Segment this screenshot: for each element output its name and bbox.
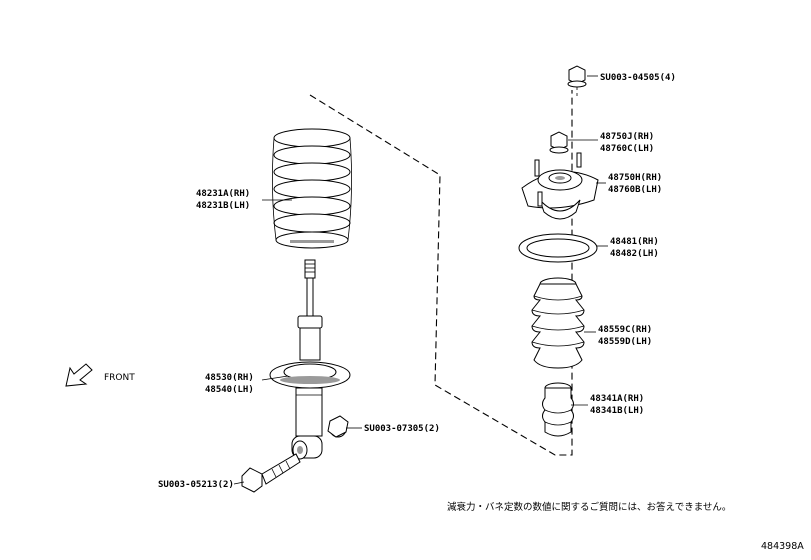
- label-mount-nut-rh: 48750J(RH): [600, 132, 654, 142]
- lower-bolt[interactable]: [241, 453, 301, 493]
- top-flange-nut[interactable]: [567, 65, 587, 88]
- front-label: FRONT: [104, 373, 135, 383]
- coil-spring[interactable]: [272, 128, 352, 249]
- label-bolt: SU003-05213(2): [158, 480, 234, 490]
- lower-nut[interactable]: [327, 415, 349, 438]
- label-mount-lh: 48760B(LH): [608, 185, 662, 195]
- label-spring-lh: 48231B(LH): [196, 201, 250, 211]
- label-lower-nut: SU003-07305(2): [364, 424, 440, 434]
- shock-absorber[interactable]: [269, 259, 351, 460]
- label-seat-rh: 48481(RH): [610, 237, 659, 247]
- label-bumper-rh: 48341A(RH): [590, 394, 644, 404]
- upper-spring-seat[interactable]: [518, 233, 598, 263]
- note-text: 減衰力・バネ定数の数値に関するご質問には、お答えできません。: [447, 501, 731, 513]
- dust-boot[interactable]: [531, 277, 585, 369]
- label-boot-lh: 48559D(LH): [598, 337, 652, 347]
- mount-nut[interactable]: [549, 131, 569, 154]
- bump-stop[interactable]: [542, 382, 574, 437]
- figure-id: 484398A: [761, 541, 804, 552]
- strut-mount[interactable]: [521, 152, 599, 220]
- label-top-nut: SU003-04505(4): [600, 73, 676, 83]
- label-spring-rh: 48231A(RH): [196, 189, 250, 199]
- label-boot-rh: 48559C(RH): [598, 325, 652, 335]
- label-seat-lh: 48482(LH): [610, 249, 659, 259]
- label-bumper-lh: 48341B(LH): [590, 406, 644, 416]
- leader-lines: [233, 75, 608, 485]
- label-absorber-lh: 48540(LH): [205, 385, 254, 395]
- label-mount-nut-lh: 48760C(LH): [600, 144, 654, 154]
- assembly-dashed-outline: [309, 90, 573, 456]
- label-absorber-rh: 48530(RH): [205, 373, 254, 383]
- label-mount-rh: 48750H(RH): [608, 173, 662, 183]
- front-arrow-icon: [65, 363, 93, 387]
